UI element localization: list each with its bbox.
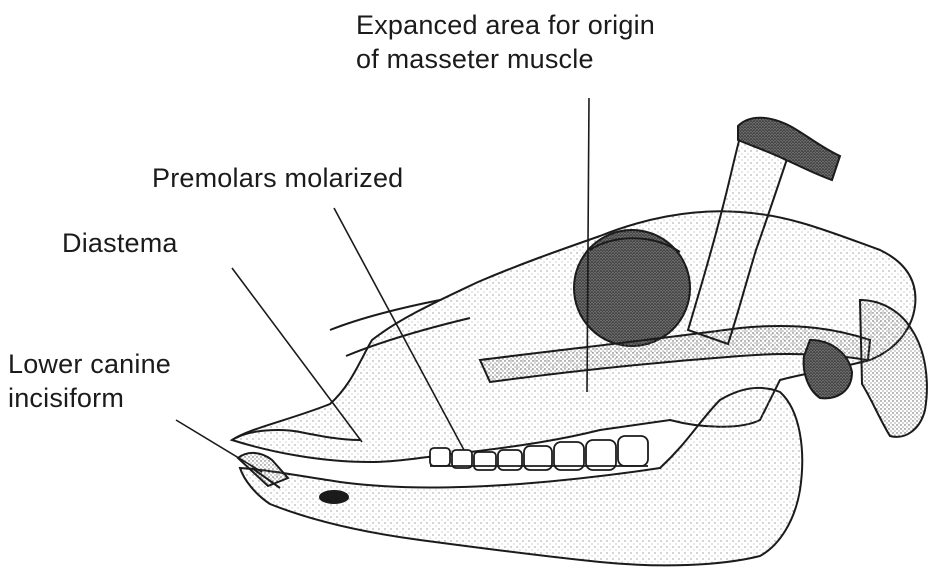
label-masseter-origin: Expanced area for origin of masseter mus…: [356, 8, 655, 76]
label-canine-line1: Lower canine: [8, 347, 171, 381]
label-canine-line2: incisiform: [8, 381, 171, 415]
label-diastema-text: Diastema: [62, 226, 178, 260]
label-diastema: Diastema: [62, 226, 178, 260]
label-premolars: Premolars molarized: [152, 161, 403, 195]
label-lower-canine: Lower canine incisiform: [8, 347, 171, 415]
orbit: [574, 230, 690, 346]
label-masseter-line1: Expanced area for origin: [356, 8, 655, 42]
label-masseter-line2: of masseter muscle: [356, 42, 655, 76]
label-premolars-text: Premolars molarized: [152, 161, 403, 195]
